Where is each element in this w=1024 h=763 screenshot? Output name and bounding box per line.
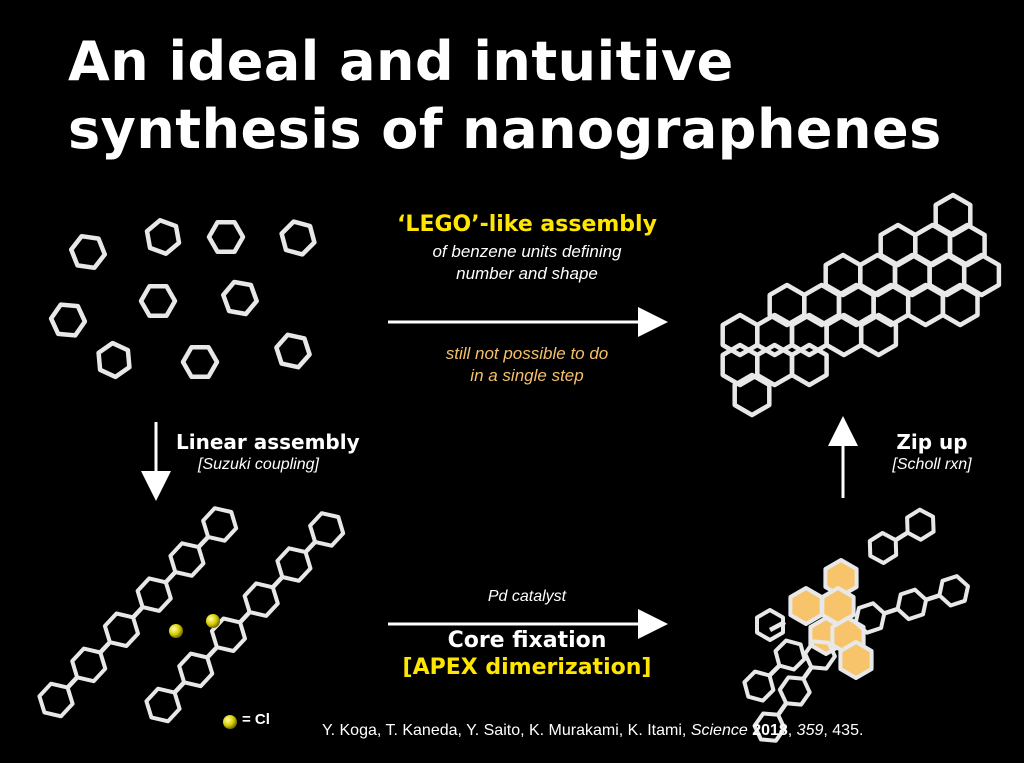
benzene-ring — [102, 611, 140, 648]
benzene-ring — [940, 282, 980, 328]
bond — [65, 675, 79, 690]
bond — [205, 645, 219, 659]
bond — [801, 665, 814, 681]
bond — [767, 664, 781, 678]
linear-heading: Linear assembly — [176, 430, 360, 454]
lego-subtext-1: of benzene units defining — [432, 242, 622, 261]
benzene-ring — [720, 342, 760, 388]
benzene-ring — [144, 686, 182, 724]
citation-year: 2018 — [752, 722, 788, 739]
lego-label-block: ‘LEGO’-like assembly of benzene units de… — [388, 212, 666, 387]
citation: Y. Koga, T. Kaneda, Y. Saito, K. Murakam… — [322, 722, 864, 739]
lego-note-1: still not possible to do — [445, 344, 609, 363]
nanographene-product — [720, 192, 1002, 418]
benzene-ring — [37, 681, 75, 719]
chlorine-atom — [206, 614, 220, 628]
bond — [131, 605, 145, 619]
bond — [925, 593, 941, 602]
benzene-ring — [788, 586, 824, 626]
benzene-ring — [867, 531, 899, 565]
benzene-ring — [209, 616, 247, 653]
benzene-ring — [279, 219, 317, 257]
slide-title: An ideal and intuitive synthesis of nano… — [68, 30, 942, 161]
benzene-ring — [96, 340, 132, 380]
benzene-ring — [937, 574, 970, 608]
bond — [196, 535, 210, 549]
citation-journal: Science — [690, 722, 748, 739]
benzene-ring — [206, 220, 246, 254]
bond — [238, 610, 252, 624]
zip-label-block: Zip up [Scholl rxn] — [872, 430, 992, 474]
lego-heading: ‘LEGO’-like assembly — [397, 212, 657, 237]
benzene-ring — [242, 581, 280, 618]
benzene-ring — [144, 218, 182, 256]
bond — [303, 540, 317, 554]
benzene-ring — [789, 342, 829, 388]
citation-pages: , 435. — [823, 722, 864, 739]
bond — [164, 570, 177, 584]
benzene-ring — [742, 669, 776, 703]
benzene-ring — [905, 507, 936, 542]
benzene-ring — [221, 279, 259, 317]
core-fixation-label: Core fixation — [447, 628, 607, 653]
apex-dimerization-label: [APEX dimerization] — [402, 655, 652, 680]
bond — [98, 640, 112, 654]
core-label-block: Pd catalyst Core fixation [APEX dimeriza… — [388, 588, 666, 680]
chlorine-legend-atom — [223, 715, 237, 729]
benzene-ring — [720, 312, 760, 358]
bond — [883, 606, 899, 616]
benzene-ring — [755, 312, 795, 358]
benzene-ring — [274, 332, 312, 370]
bond — [776, 702, 789, 717]
benzene-ring — [68, 233, 108, 271]
benzene-ring — [752, 711, 787, 743]
benzene-ring — [871, 282, 911, 328]
benzene-ring — [308, 511, 346, 548]
benzene-ring — [777, 675, 812, 707]
lego-note-2: in a single step — [470, 366, 584, 385]
chlorine-legend-label: = Cl — [242, 711, 270, 728]
bond — [768, 620, 787, 632]
linear-oligophenylenes — [37, 506, 346, 724]
benzene-ring — [858, 312, 899, 358]
benzene-ring — [70, 646, 108, 684]
zip-subtext: [Scholl rxn] — [892, 456, 972, 473]
benzene-ring — [824, 312, 864, 358]
benzene-ring — [168, 541, 206, 578]
lego-subtext-2: number and shape — [456, 264, 598, 283]
benzene-ring — [177, 651, 215, 689]
zip-heading: Zip up — [896, 430, 968, 454]
linear-subtext: [Suzuki coupling] — [198, 456, 319, 473]
citation-volume: 359 — [796, 722, 824, 739]
benzene-ring — [789, 312, 829, 358]
bond — [271, 575, 284, 589]
benzene-ring — [201, 506, 239, 543]
scattered-benzene-rings — [48, 218, 317, 380]
benzene-ring — [838, 640, 874, 680]
bond — [894, 530, 909, 542]
bond — [172, 680, 186, 695]
benzene-ring — [275, 546, 313, 583]
benzene-ring — [732, 372, 772, 418]
benzene-ring — [961, 252, 1002, 298]
benzene-ring — [48, 302, 88, 338]
citation-authors: Y. Koga, T. Kaneda, Y. Saito, K. Murakam… — [322, 722, 687, 739]
benzene-ring — [773, 638, 807, 672]
apex-dimer — [742, 507, 970, 743]
benzene-ring — [180, 345, 220, 379]
linear-label-block: Linear assembly [Suzuki coupling] — [176, 430, 360, 474]
benzene-ring — [853, 601, 887, 635]
chlorine-atom — [169, 624, 183, 638]
benzene-ring — [905, 282, 946, 328]
benzene-ring — [755, 608, 785, 642]
benzene-ring — [803, 639, 837, 671]
benzene-ring — [135, 576, 173, 613]
benzene-ring — [895, 587, 929, 622]
benzene-ring — [138, 284, 178, 318]
pd-catalyst-label: Pd catalyst — [487, 588, 567, 605]
